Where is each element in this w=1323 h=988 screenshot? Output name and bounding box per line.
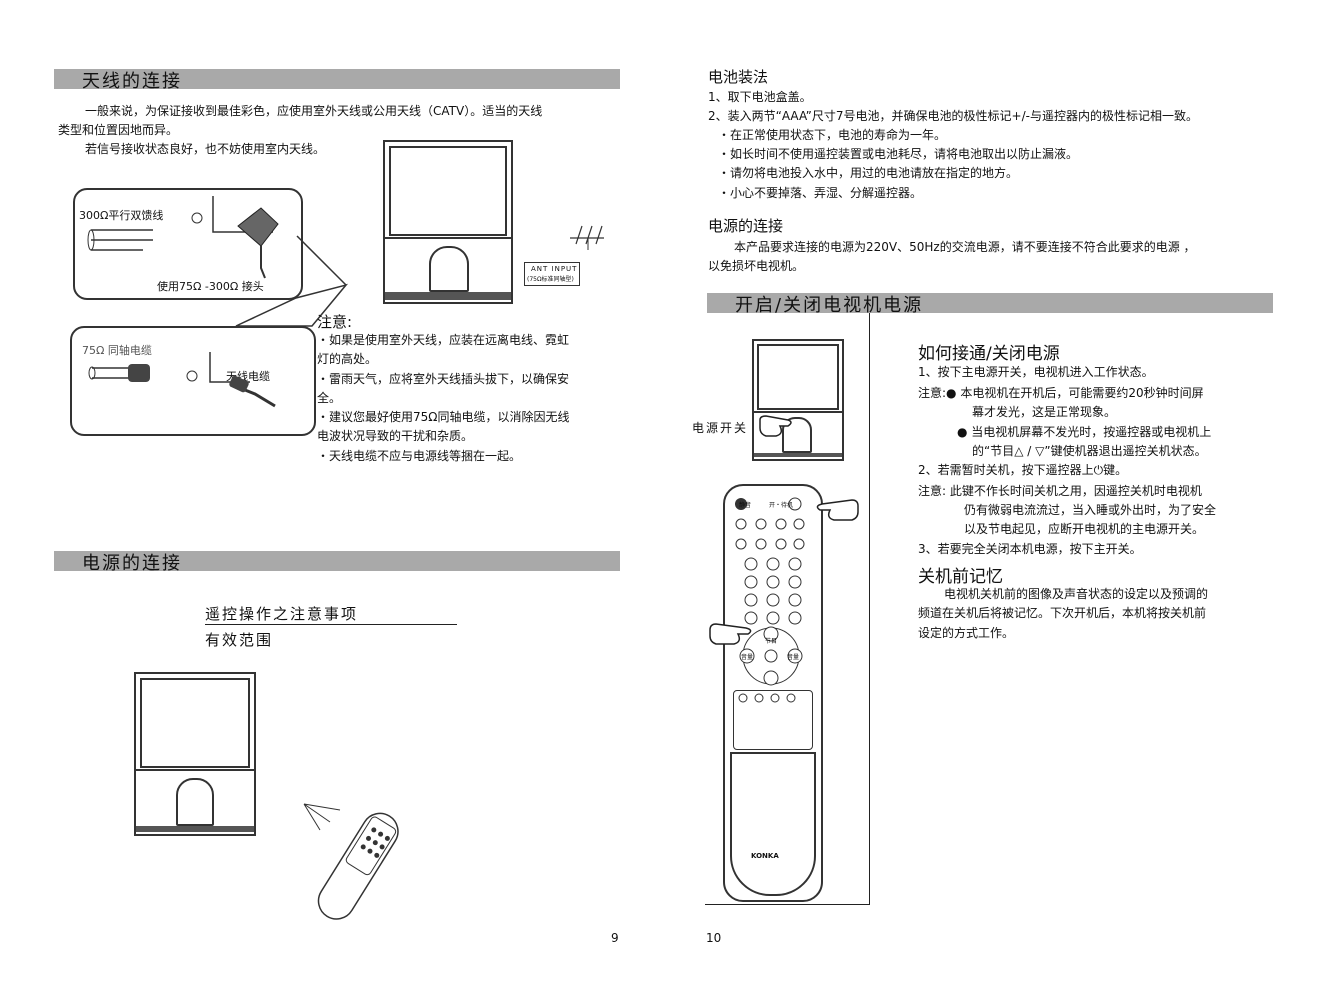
coax-illustration <box>88 352 276 408</box>
how-line-6: 2、若需暂时关机，按下遥控器上⏻键。 <box>918 463 1128 477</box>
power-section-bar: 电源的连接 <box>54 551 620 574</box>
note-line-4: 全。 <box>317 391 342 405</box>
tv-illustration-range <box>134 672 256 836</box>
memory-title: 关机前记忆 <box>918 567 1003 587</box>
note-line-5: ・建议您最好使用75Ω同轴电缆，以消除因无线 <box>317 410 570 424</box>
remote-brand: KONKA <box>751 852 779 860</box>
power-connect-title: 电源的连接 <box>708 217 784 235</box>
label-adapter: 使用75Ω -300Ω 接头 <box>157 280 264 293</box>
memory-line-3: 设定的方式工作。 <box>918 626 1015 640</box>
bottom-rule <box>705 904 870 905</box>
battery-line-3: ・在正常使用状态下，电池的寿命为一年。 <box>718 128 947 142</box>
battery-line-5: ・请勿将电池投入水中，用过的电池请放在指定的地方。 <box>718 166 1019 180</box>
note-line-6: 电波状况导致的干扰和杂质。 <box>317 429 474 443</box>
how-line-8: 仍有微弱电流流过，当入睡或外出时，为了安全 <box>964 503 1217 517</box>
remote-mute-label: 静音 <box>739 502 752 509</box>
how-title: 如何接通/关闭电源 <box>918 344 1060 364</box>
ant-input-box: ANT INPUT (75Ω标准同轴型) <box>524 262 580 286</box>
page-number-left: 9 <box>611 931 619 945</box>
note-line-3: ・雷雨天气，应将室外天线插头拔下，以确保安 <box>317 372 570 386</box>
tv-illustration <box>383 140 513 304</box>
remote-control: KONKA <box>723 484 823 902</box>
how-line-7: 注意: 此键不作长时间关机之用，因遥控关机时电视机 <box>918 484 1202 498</box>
antenna-symbol <box>570 225 604 250</box>
note-line-1: ・如果是使用室外天线，应装在远离电线、霓虹 <box>317 333 570 347</box>
how-line-9: 以及节电起见，应断开电视机的主电源开关。 <box>964 522 1205 536</box>
hand-pointer-tv <box>759 415 792 437</box>
power-connect-line-1: 本产品要求连接的电源为220V、50Hz的交流电源，请不要连接不符合此要求的电源… <box>734 240 1196 254</box>
power-section-title: 电源的连接 <box>82 553 182 574</box>
how-line-10: 3、若要完全关闭本机电源，按下主开关。 <box>918 542 1142 556</box>
remote-vol-plus-label: 音量 <box>787 654 800 661</box>
antenna-75-diagram <box>70 326 316 436</box>
ant-input-sublabel: (75Ω标准同轴型) <box>527 276 574 283</box>
battery-line-1: 1、取下电池盒盖。 <box>708 90 812 104</box>
range-title: 有效范围 <box>205 631 274 649</box>
memory-line-2: 频道在关机后将被记忆。下次开机后，本机将按关机前 <box>918 606 1207 620</box>
battery-line-4: ・如长时间不使用遥控装置或电池耗尽，请将电池取出以防止漏液。 <box>718 147 1079 161</box>
how-line-1: 1、按下主电源开关，电视机进入工作状态。 <box>918 365 1154 379</box>
power-connect-line-2: 以免损坏电视机。 <box>708 259 805 273</box>
battery-title: 电池装法 <box>708 68 769 86</box>
how-line-4: ● 当电视机屏幕不发光时，按遥控器或电视机上 <box>957 425 1212 439</box>
label-75-coax: 75Ω 同轴电缆 <box>82 344 152 357</box>
note-line-2: 灯的高处。 <box>317 352 378 366</box>
note-title: 注意: <box>317 313 353 331</box>
how-line-3: 幕才发光，这是正常现象。 <box>972 405 1117 419</box>
vertical-divider <box>869 313 870 905</box>
antenna-300-diagram <box>73 188 303 300</box>
page-number-right: 10 <box>706 931 722 945</box>
antenna-para1-line2: 类型和位置因地而异。 <box>58 123 179 137</box>
remote-notes-title: 遥控操作之注意事项 <box>205 605 359 623</box>
how-line-2: 注意:● 本电视机在开机后，可能需要约20秒钟时间屏 <box>918 386 1204 400</box>
tv-power-illustration <box>752 339 844 461</box>
on-off-section-bar: 开启/关闭电视机电源 <box>707 293 1273 316</box>
antenna-para2: 若信号接收状态良好，也不妨使用室内天线。 <box>85 142 326 156</box>
on-off-section-title: 开启/关闭电视机电源 <box>735 295 924 316</box>
remote-range-illustration <box>303 803 399 920</box>
remote-power-label: 开・待机 <box>769 502 794 509</box>
ant-input-label: ANT INPUT <box>531 265 578 273</box>
remote-buttons <box>735 497 805 703</box>
remote-vol-minus-label: 音量 <box>741 654 754 661</box>
antenna-para1-line1: 一般来说，为保证接收到最佳彩色，应使用室外天线或公用天线（CATV）。适当的天线 <box>85 104 543 118</box>
hand-pointer-power <box>816 499 859 521</box>
hand-pointer-prog <box>709 623 752 645</box>
battery-line-6: ・小心不要掉落、弄湿、分解遥控器。 <box>718 186 923 200</box>
remote-prog-label: 节目 <box>765 638 778 645</box>
memory-line-1: 电视机关机前的图像及声音状态的设定以及预调的 <box>944 587 1209 601</box>
power-switch-label: 电源开关 <box>692 421 749 435</box>
twin-lead-illustration <box>87 196 279 279</box>
antenna-section-title: 天线的连接 <box>82 71 182 92</box>
label-300-twin-lead: 300Ω平行双馈线 <box>79 209 164 222</box>
antenna-section-bar: 天线的连接 <box>54 69 620 92</box>
how-line-5: 的“节目△ / ▽”键使机器退出遥控关机状态。 <box>972 444 1207 458</box>
battery-line-2: 2、装入两节“AAA”尺寸7号电池，并确保电池的极性标记+/-与遥控器内的极性标… <box>708 109 1198 123</box>
remote-notes-rule <box>205 624 457 625</box>
note-line-7: ・天线电缆不应与电源线等捆在一起。 <box>317 449 522 463</box>
